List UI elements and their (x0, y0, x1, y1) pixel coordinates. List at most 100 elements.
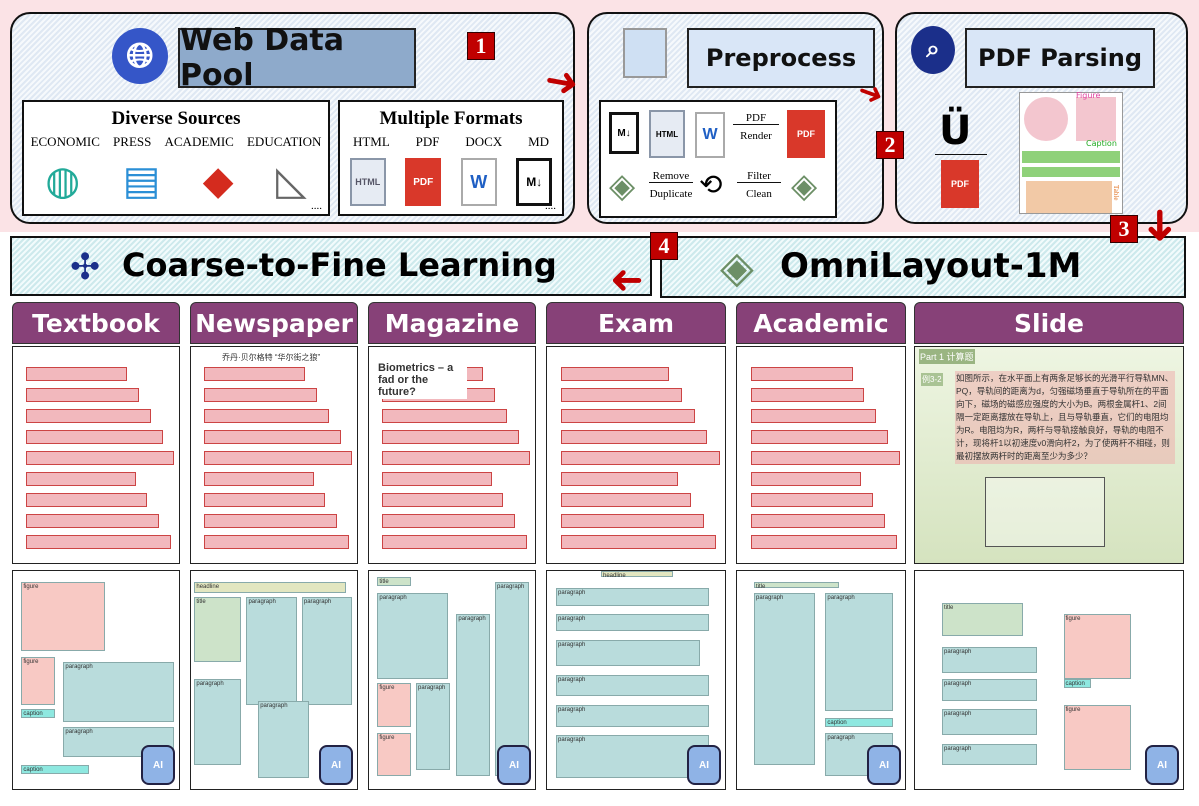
diverse-sources-title: Diverse Sources (111, 108, 241, 129)
annotated-page-thumbnail: 乔丹·贝尔格特 “华尔街之狼” (190, 346, 358, 564)
layout-label: paragraph (248, 598, 276, 605)
text-block-region (750, 451, 901, 465)
layout-label: title (196, 598, 206, 605)
more-ellipsis: .... (311, 200, 322, 212)
filter-label: Filter (737, 170, 781, 183)
layout-label: paragraph (260, 702, 288, 709)
layout-box-paragraph: paragraph (63, 661, 175, 723)
layout-box-caption: caption (21, 765, 89, 775)
source-education: EDUCATION (246, 134, 322, 149)
layout-box-caption: caption (825, 717, 894, 727)
source-economic: ECONOMIC (30, 134, 100, 149)
search-icon: ⌕ (911, 26, 955, 74)
layout-label: caption (1065, 681, 1085, 687)
layout-label: figure (1065, 616, 1081, 623)
text-block-region (750, 535, 897, 549)
figure-region (1024, 97, 1068, 141)
word-file-icon: W (695, 112, 725, 158)
text-block-region (561, 535, 717, 549)
text-block-region (382, 535, 527, 549)
newspaper-icon: ▤ (122, 158, 161, 203)
pdf-label: PDF (733, 112, 779, 125)
source-academic: ACADEMIC (164, 134, 234, 149)
arrow-line (935, 154, 987, 155)
text-block-region (750, 514, 885, 528)
layout-label: paragraph (756, 594, 784, 601)
layout-label: figure (23, 659, 39, 666)
source-press: PRESS (113, 134, 152, 149)
layout-label: caption (23, 767, 43, 774)
layout-label: title (944, 605, 954, 612)
text-block-region (204, 493, 326, 507)
text-block-region (382, 430, 519, 444)
layout-label: paragraph (65, 728, 93, 735)
layout-box-paragraph: paragraph (556, 704, 709, 727)
layout-label: figure (23, 583, 39, 590)
text-block-region (26, 430, 163, 444)
step-1-badge: 1 (467, 32, 495, 60)
text-block-region (26, 388, 139, 402)
html-file-icon: HTML (349, 158, 386, 206)
caption-region (1022, 151, 1120, 163)
image-hourglass-icon (623, 28, 667, 78)
layout-box-paragraph: paragraph (825, 592, 894, 712)
text-block-region (561, 430, 708, 444)
annotated-page-thumbnail (736, 346, 906, 564)
text-block-region (561, 409, 695, 423)
pdf-file-icon: PDF (405, 158, 442, 206)
layout-box-title: title (942, 603, 1023, 636)
text-block-region (561, 514, 704, 528)
render-label: Render (740, 130, 772, 142)
layout-box-paragraph: paragraph (377, 592, 448, 679)
layout-box-paragraph: paragraph (456, 614, 490, 777)
text-block-region (204, 451, 353, 465)
ai-robot-icon: AI (687, 745, 721, 785)
network-icon: ✣ (70, 247, 101, 287)
category-tab-exam: Exam (546, 302, 726, 344)
layout-label: paragraph (558, 642, 586, 649)
text-block-region (204, 409, 329, 423)
multiple-formats-title: Multiple Formats (379, 108, 523, 129)
text-block-region (750, 409, 877, 423)
layout-label: figure (379, 735, 395, 741)
text-block-region (750, 388, 865, 402)
layout-box-paragraph: paragraph (556, 674, 709, 697)
web-data-pool-title: Web Data Pool (178, 23, 416, 93)
clean-label: Clean (746, 188, 772, 200)
layout-label: paragraph (944, 648, 972, 655)
text-block-region (382, 409, 507, 423)
coarse-to-fine-title: Coarse-to-Fine Learning (122, 246, 557, 284)
text-block-region (204, 430, 341, 444)
magazine-title: Biometrics – a fad or the future? (377, 361, 467, 399)
layout-box-figure: figure (21, 581, 106, 651)
arrow-step-3-icon: ➜ (1135, 207, 1185, 244)
text-block-region (26, 472, 136, 486)
table-label: Table (1112, 185, 1120, 201)
layout-thumbnail: figure figure paragraph caption paragraph cap… (12, 570, 180, 790)
text-block-region (750, 472, 862, 486)
layout-box-paragraph: paragraph (556, 614, 709, 632)
text-block-region (204, 472, 314, 486)
mineru-logo-icon: Ü (939, 108, 972, 154)
layout-label: paragraph (458, 616, 486, 623)
layout-label: paragraph (558, 590, 586, 597)
layout-label: paragraph (558, 616, 586, 623)
text-block-region (561, 493, 691, 507)
text-block-region (204, 367, 306, 381)
text-block-region (26, 451, 175, 465)
ruler-pencil-icon: ◺ (276, 158, 307, 203)
annotated-page-thumbnail (546, 346, 726, 564)
ai-robot-icon: AI (319, 745, 353, 785)
omnilayout-title: OmniLayout-1M (780, 246, 1082, 286)
globe-icon: 🌐︎ (112, 28, 168, 84)
layout-label: paragraph (379, 594, 407, 601)
layout-box-caption: caption (21, 709, 55, 718)
omnilayout-banner: ◈ OmniLayout-1M (660, 236, 1186, 298)
layout-label: caption (827, 719, 847, 726)
format-html: HTML (352, 134, 390, 149)
layout-box-figure: figure (1063, 614, 1131, 679)
pdf-parsing-title: PDF Parsing (965, 28, 1155, 88)
preprocess-title: Preprocess (687, 28, 875, 88)
